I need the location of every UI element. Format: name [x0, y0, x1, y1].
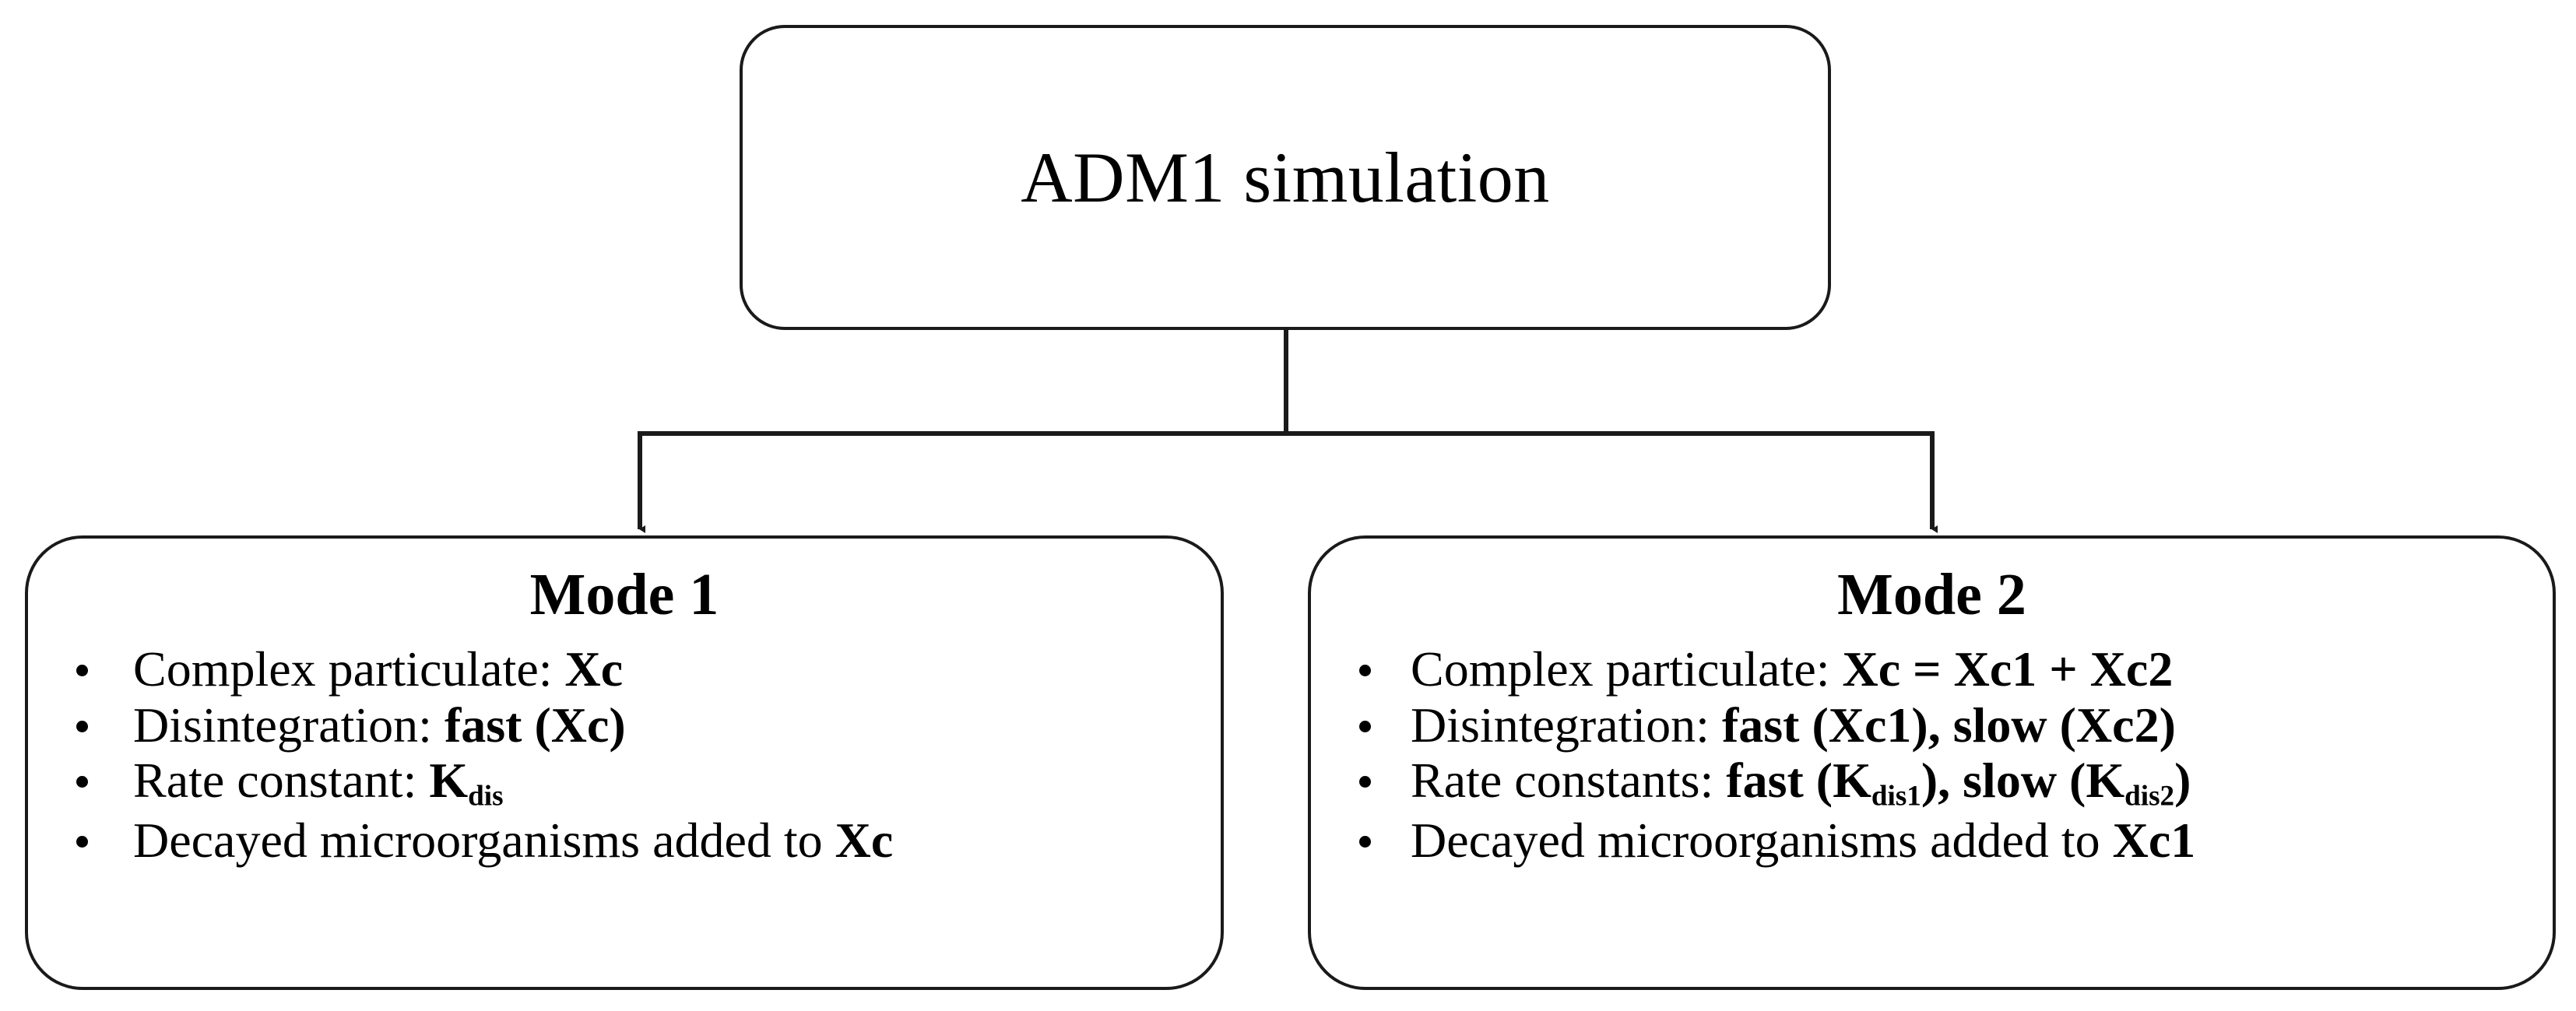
- list-item: Decayed microorganisms added to Xc1: [1311, 813, 2553, 869]
- bullet-dot-icon: [1359, 665, 1371, 677]
- mode-1-bullet-list: Complex particulate: Xc Disintegration: …: [28, 641, 1221, 869]
- bullet-value-subscript: dis: [468, 780, 504, 813]
- bullet-label: Disintegration:: [1411, 697, 1722, 753]
- node-mode-1: Mode 1 Complex particulate: Xc Disintegr…: [25, 535, 1224, 990]
- mode-2-bullet-list: Complex particulate: Xc = Xc1 + Xc2 Disi…: [1311, 641, 2553, 869]
- bullet-label: Rate constants:: [1411, 753, 1727, 809]
- list-item: Rate constant: Kdis: [28, 753, 1221, 813]
- bullet-label: Rate constant:: [133, 753, 430, 809]
- bullet-value: Xc1: [2112, 813, 2196, 869]
- bullet-label: Disintegration:: [133, 697, 445, 753]
- bullet-value-part-2: ), slow (K: [1921, 753, 2125, 809]
- bullet-dot-icon: [1359, 836, 1371, 848]
- list-item: Complex particulate: Xc: [28, 641, 1221, 697]
- bullet-label: Decayed microorganisms added to: [133, 813, 835, 869]
- bullet-dot-icon: [76, 720, 88, 732]
- bullet-value: Kdis: [429, 753, 503, 812]
- bullet-dot-icon: [1359, 720, 1371, 732]
- bullet-value-subscript-1: dis1: [1871, 780, 1921, 813]
- list-item: Disintegration: fast (Xc1), slow (Xc2): [1311, 697, 2553, 753]
- bullet-label: Decayed microorganisms added to: [1411, 813, 2113, 869]
- node-adm1-simulation: ADM1 simulation: [740, 25, 1831, 330]
- bullet-label: Complex particulate:: [133, 641, 565, 697]
- bullet-value: fast (Xc): [444, 697, 626, 753]
- bullet-dot-icon: [76, 776, 88, 788]
- bullet-value: Xc: [835, 813, 894, 869]
- bullet-value: fast (Xc1), slow (Xc2): [1721, 697, 2176, 753]
- list-item: Decayed microorganisms added to Xc: [28, 813, 1221, 869]
- bullet-value: Xc: [564, 641, 624, 697]
- mode-2-heading: Mode 2: [1837, 562, 2026, 627]
- mode-1-heading: Mode 1: [529, 562, 719, 627]
- bullet-dot-icon: [76, 665, 88, 677]
- bullet-label: Complex particulate:: [1411, 641, 1843, 697]
- bullet-value: Xc = Xc1 + Xc2: [1842, 641, 2174, 697]
- bullet-value-part-3: ): [2174, 753, 2191, 809]
- bullet-value-part-1: fast (K: [1726, 753, 1871, 809]
- bullet-dot-icon: [76, 836, 88, 848]
- bullet-value-subscript-2: dis2: [2124, 780, 2175, 813]
- node-mode-2: Mode 2 Complex particulate: Xc = Xc1 + X…: [1308, 535, 2556, 990]
- bullet-dot-icon: [1359, 776, 1371, 788]
- list-item: Rate constants: fast (Kdis1), slow (Kdis…: [1311, 753, 2553, 813]
- bullet-value: fast (Kdis1), slow (Kdis2): [1726, 753, 2191, 812]
- bullet-value-base: K: [429, 753, 469, 809]
- list-item: Complex particulate: Xc = Xc1 + Xc2: [1311, 641, 2553, 697]
- list-item: Disintegration: fast (Xc): [28, 697, 1221, 753]
- root-node-title: ADM1 simulation: [1021, 138, 1550, 217]
